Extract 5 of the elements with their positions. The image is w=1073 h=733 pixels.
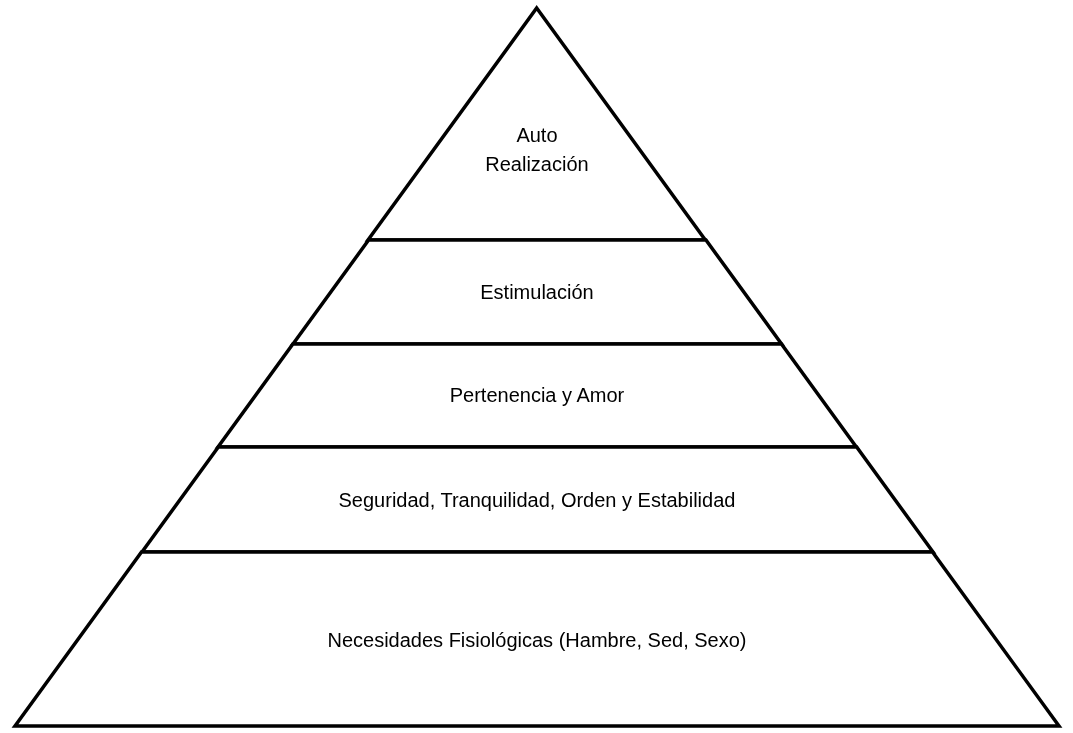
tier-label: Auto Realización [484,123,590,177]
tier-label: Necesidades Fisiológicas (Hambre, Sed, Sexo) [326,627,748,653]
tier-label: Estimulación [479,279,595,305]
tier-label: Seguridad, Tranquilidad, Orden y Estabilidad [337,487,737,513]
tier-label: Pertenencia y Amor [448,382,626,408]
